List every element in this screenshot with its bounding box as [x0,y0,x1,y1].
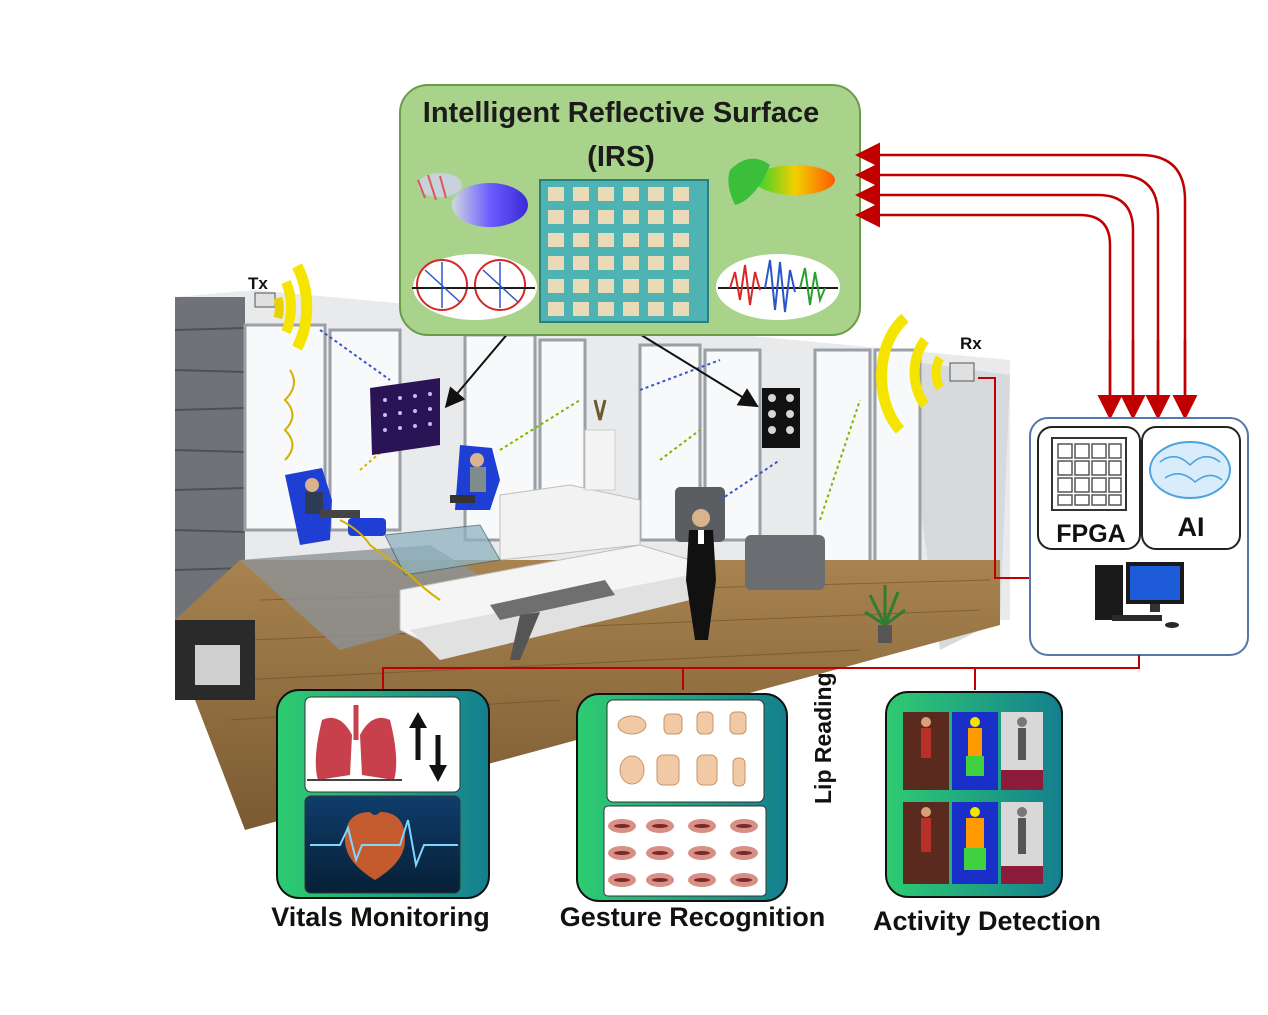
tx-antenna [254,263,313,351]
polarization-wave-right [716,254,840,320]
polarization-wave-left [412,254,537,320]
hand-gestures-icon [617,711,747,787]
gesture-card [576,693,788,902]
heart-icon [310,812,458,880]
activity-card [885,691,1063,898]
lungs-icon [307,705,402,781]
pose-figures-icon [921,717,1043,884]
gesture-recognition-label: Gesture Recognition [559,902,826,932]
beam-pattern-left [417,173,528,227]
lip-reading-label: Lip Reading [810,672,836,804]
irs-title: Intelligent Reflective Surface [422,97,820,129]
living-room-scene [174,290,1010,830]
tx-label: Tx [248,274,268,293]
vitals-card [276,689,490,899]
app-connector [382,655,1140,690]
rx-label: Rx [960,334,982,353]
ai-label: AI [1177,512,1205,542]
irs-panel-black [762,388,800,448]
rx-antenna [876,313,975,434]
plant [864,585,906,643]
irs-subtitle: (IRS) [587,141,655,173]
beam-pattern-right [728,158,835,205]
fpga-label: FPGA [1056,520,1126,548]
irs-panel [399,84,861,336]
irs-control-links [855,142,1198,420]
seated-person-right [450,445,500,510]
computer-icon [1095,562,1184,628]
fpga-chip-icon [1051,437,1127,511]
activity-detection-label: Activity Detection [872,906,1102,936]
lip-frames-icon [608,819,758,887]
vitals-monitoring-label: Vitals Monitoring [271,902,490,932]
irs-panel-purple [370,378,440,455]
up-down-arrows-icon [409,712,447,782]
brain-icon [1149,441,1231,499]
seated-person-left [285,468,386,545]
standing-person [686,509,716,640]
irs-metasurface-grid [539,179,709,323]
